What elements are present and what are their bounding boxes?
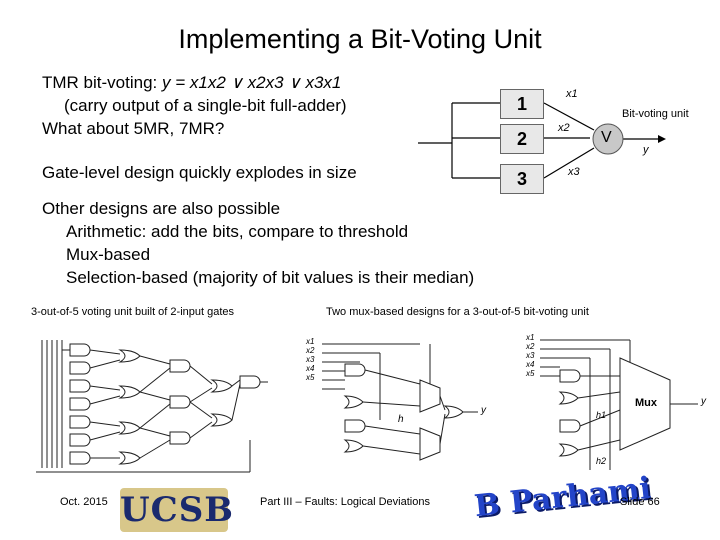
mux2-y-label: y [701, 396, 706, 407]
mux2-h2-label: h2 [596, 456, 607, 466]
mux2-input-labels: x1 x2 x3 x4 x5 [526, 333, 534, 378]
mux2-x1: x1 [526, 333, 535, 342]
mux1-x5: x5 [306, 373, 315, 382]
voter-label: Bit-voting unit [622, 108, 689, 120]
mux-design-2 [540, 339, 698, 470]
module-3-box: 3 [500, 164, 544, 194]
module-1-box: 1 [500, 89, 544, 119]
gate-network [36, 340, 268, 473]
right-caption: Two mux-based designs for a 3-out-of-5 b… [326, 306, 589, 318]
mux2-x5: x5 [526, 369, 535, 378]
mux1-h-label: h [398, 414, 404, 425]
mux1-x4: x4 [306, 364, 315, 373]
mux1-x1: x1 [306, 337, 315, 346]
others-item-selection: Selection-based (majority of bit values … [66, 268, 475, 287]
output-y-label: y [643, 144, 649, 156]
tmr-prefix: TMR bit-voting: [42, 73, 162, 92]
mux2-mux-label: Mux [635, 397, 657, 409]
others-heading: Other designs are also possible [42, 199, 281, 218]
mux2-x3: x3 [526, 351, 535, 360]
tmr-line: TMR bit-voting: y = x1x2 ∨ x2x3 ∨ x3x1 [42, 73, 341, 93]
mux-design-1 [322, 343, 478, 461]
mux2-h1-label: h1 [596, 410, 607, 420]
input-x3-label: x3 [568, 166, 580, 178]
input-x2-label: x2 [558, 122, 570, 134]
others-item-arithmetic: Arithmetic: add the bits, compare to thr… [66, 222, 409, 241]
mux1-x2: x2 [306, 346, 315, 355]
footer-date: Oct. 2015 [60, 496, 108, 508]
mux1-input-labels: x1 x2 x3 x4 x5 [306, 337, 314, 382]
mux1-y-label: y [481, 405, 486, 416]
input-x1-label: x1 [566, 88, 578, 100]
slide-title: Implementing a Bit-Voting Unit [178, 24, 542, 54]
footer-slide-number: Slide 66 [620, 496, 660, 508]
voter-symbol: V [601, 129, 612, 146]
mux2-x4: x4 [526, 360, 535, 369]
tmr-formula: y = x1x2 ∨ x2x3 ∨ x3x1 [161, 73, 342, 92]
carry-output-line: (carry output of a single-bit full-adder… [64, 96, 347, 115]
others-item-mux: Mux-based [66, 245, 151, 264]
left-caption: 3-out-of-5 voting unit built of 2-input … [31, 306, 235, 318]
module-2-box: 2 [500, 124, 544, 154]
mux1-x3: x3 [306, 355, 315, 364]
ucsb-logo: UCSB [120, 488, 235, 532]
footer-course: Part III – Faults: Logical Deviations [260, 496, 430, 508]
nmr-question: What about 5MR, 7MR? [42, 119, 225, 138]
mux2-x2: x2 [526, 342, 535, 351]
gate-level-line: Gate-level design quickly explodes in si… [42, 163, 357, 182]
